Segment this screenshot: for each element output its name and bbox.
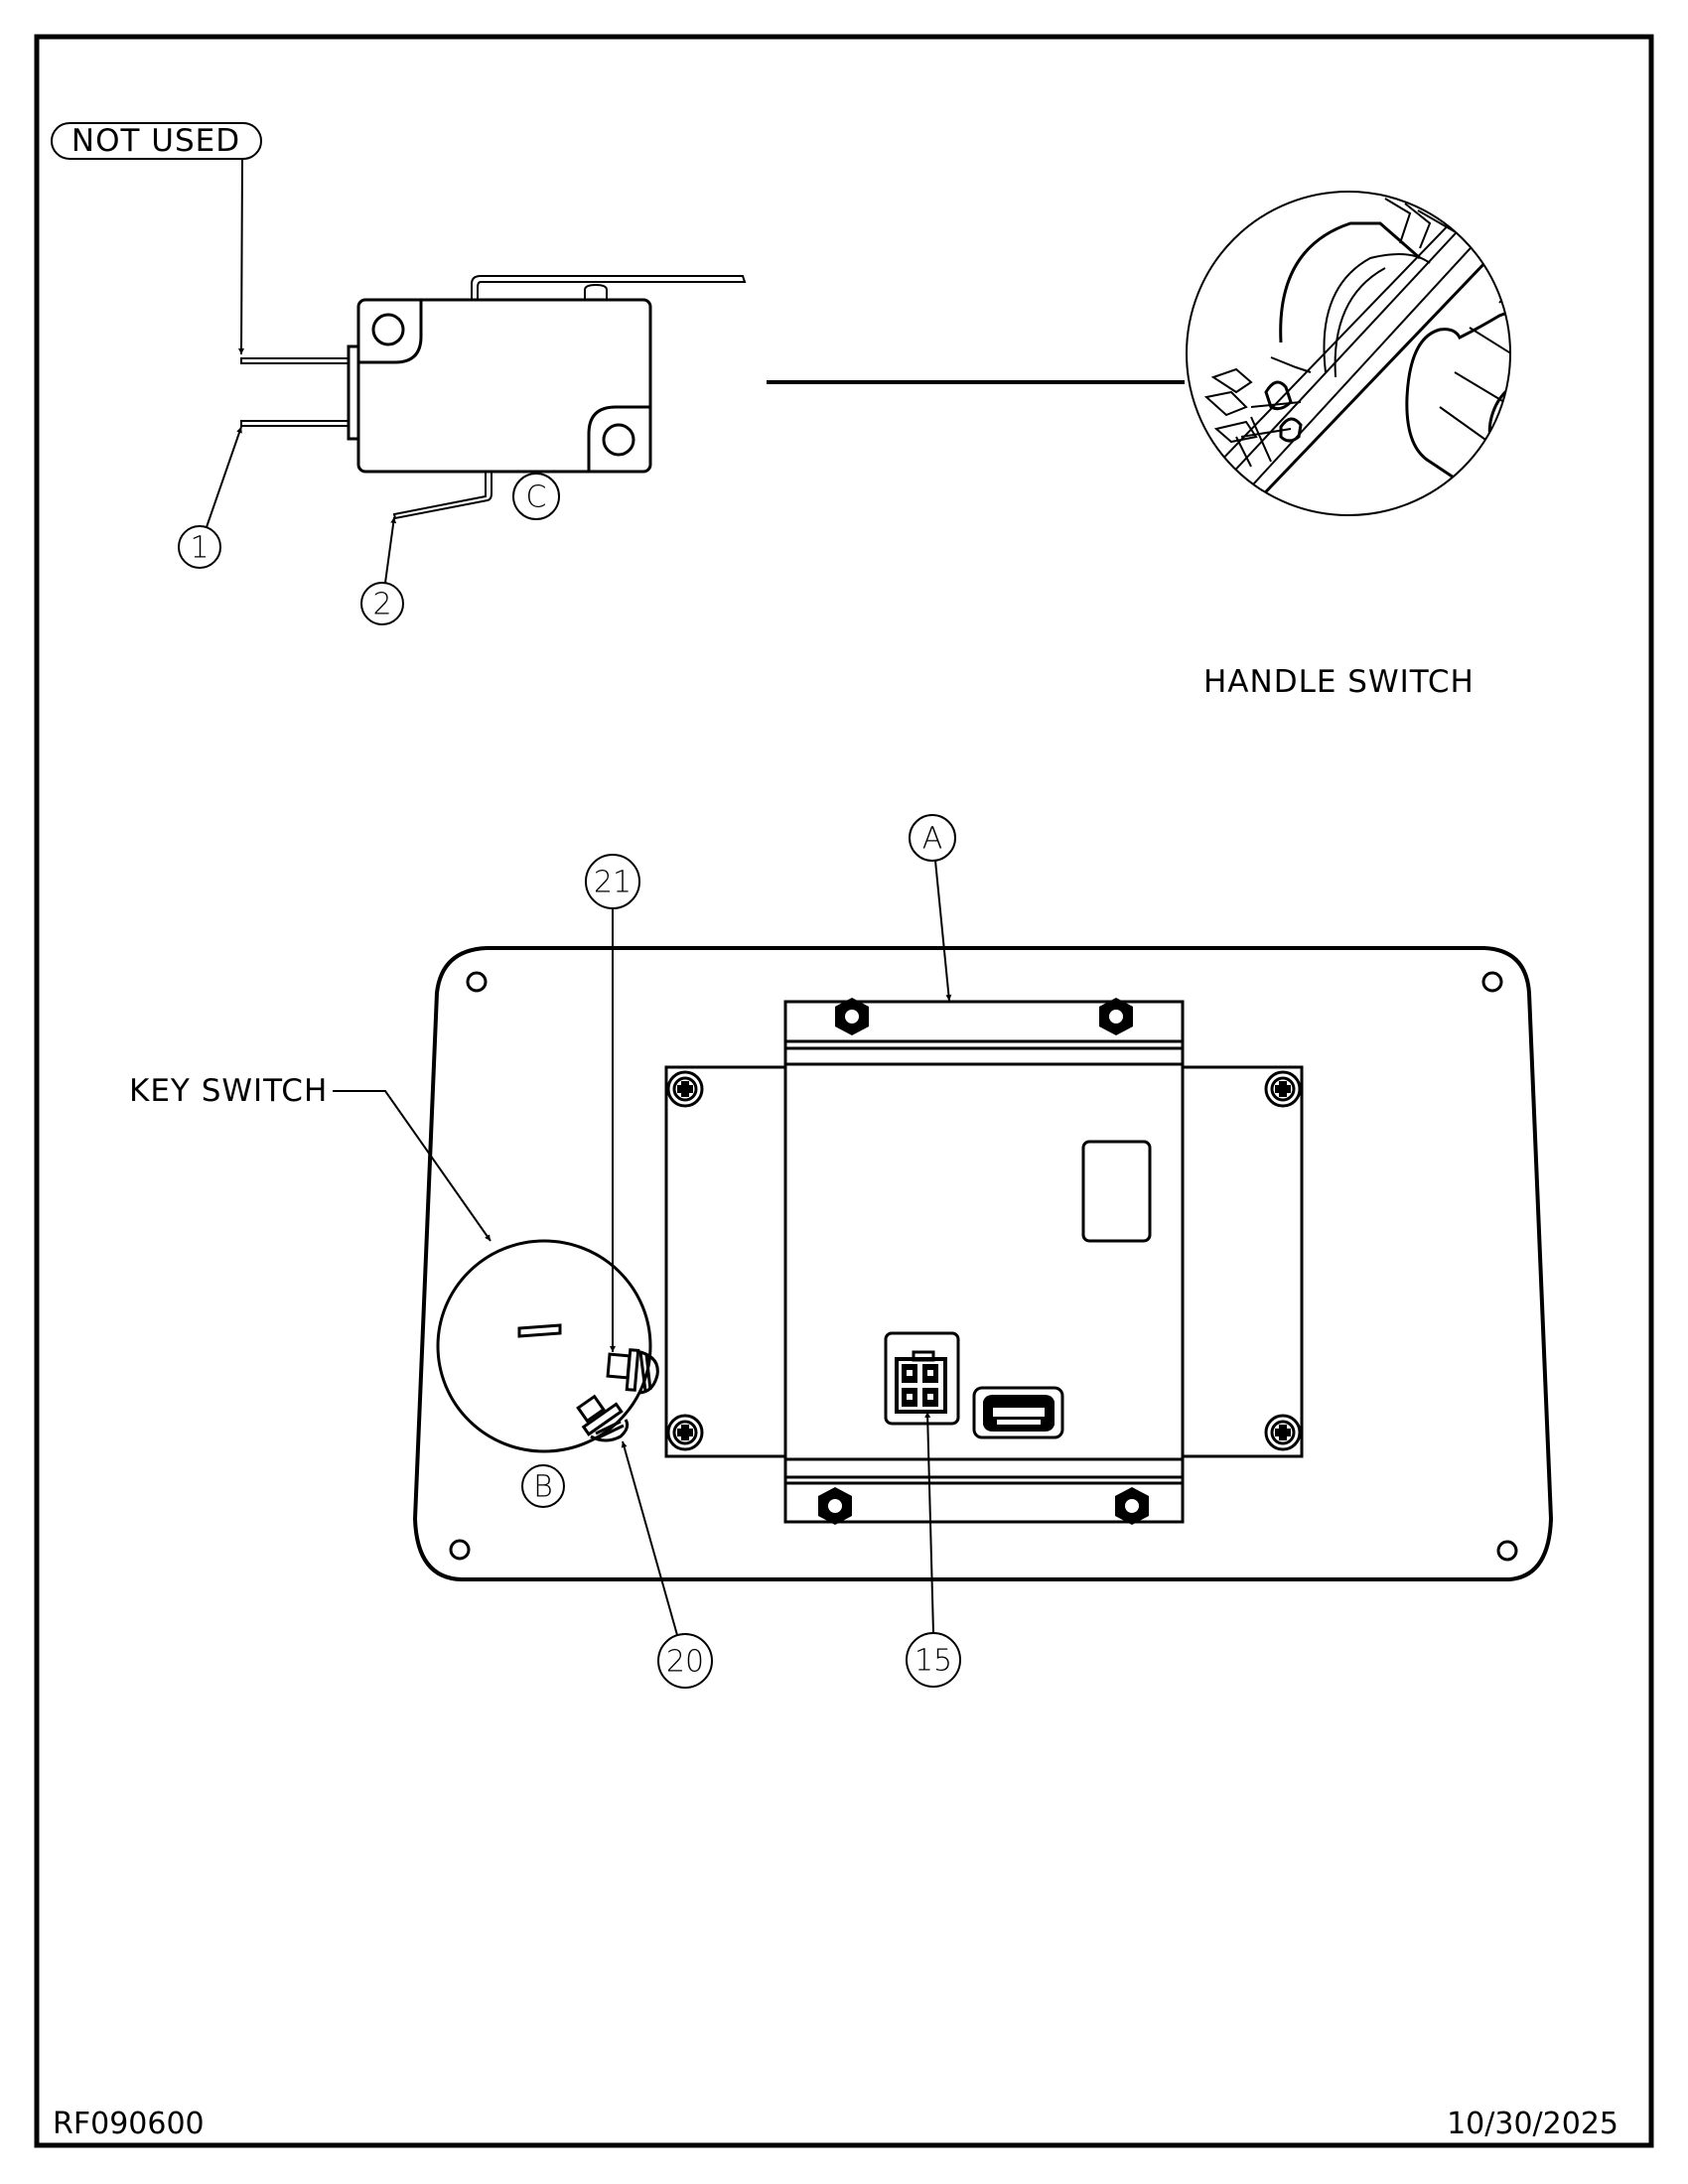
balloon-item-20: 20 bbox=[657, 1633, 713, 1689]
hex-nut-bl bbox=[818, 1487, 852, 1525]
balloon-detail-c: C bbox=[512, 473, 560, 520]
leader-1 bbox=[206, 426, 242, 528]
micro-switch-view: NOT USED 1 2 C bbox=[51, 122, 747, 625]
hex-nut-br bbox=[1115, 1487, 1149, 1525]
control-panel-assembly: KEY SWITCH A 21 B 20 15 bbox=[129, 814, 1554, 1689]
svg-text:20: 20 bbox=[666, 1645, 704, 1680]
balloon-item-2: 2 bbox=[360, 582, 404, 625]
balloon-item-21: 21 bbox=[585, 854, 640, 909]
balloon-item-15: 15 bbox=[906, 1632, 961, 1688]
plate-hole-br bbox=[1496, 1540, 1518, 1562]
switch-hole-top bbox=[371, 313, 405, 346]
phillips-screw-br bbox=[1264, 1414, 1302, 1451]
leader-15 bbox=[924, 1411, 934, 1634]
balloon-detail-a: A bbox=[909, 814, 956, 862]
switch-plunger bbox=[584, 283, 608, 300]
svg-text:2: 2 bbox=[372, 588, 391, 622]
hex-nut-tr bbox=[1099, 998, 1133, 1035]
molex-connector bbox=[884, 1331, 960, 1426]
svg-text:21: 21 bbox=[594, 866, 632, 900]
detail-circle bbox=[1186, 191, 1511, 516]
terminal-2 bbox=[392, 472, 492, 520]
switch-lever bbox=[471, 275, 747, 300]
switch-ear-bottom bbox=[587, 405, 650, 472]
leader-20 bbox=[621, 1440, 678, 1636]
key-slot bbox=[517, 1323, 562, 1338]
phillips-screw-tl bbox=[666, 1070, 704, 1108]
leader-a bbox=[934, 860, 952, 1002]
switch-body bbox=[356, 298, 652, 474]
hex-nut-tl bbox=[835, 998, 869, 1035]
svg-text:A: A bbox=[922, 822, 943, 857]
phillips-screw-tr bbox=[1264, 1070, 1302, 1108]
svg-text:1: 1 bbox=[190, 531, 209, 566]
switch-terminal-block bbox=[347, 344, 358, 441]
leader-2 bbox=[384, 516, 397, 584]
plate-hole-tl bbox=[466, 971, 488, 993]
switch-ear-top bbox=[358, 300, 423, 364]
phillips-screw-bl bbox=[666, 1414, 704, 1451]
key-switch-label: KEY SWITCH bbox=[129, 1073, 328, 1109]
switch-hole-bottom bbox=[602, 423, 635, 457]
drawing-date: 10/30/2025 bbox=[1447, 2107, 1618, 2141]
key-switch-leader bbox=[333, 1090, 492, 1242]
plate-hole-tr bbox=[1481, 971, 1503, 993]
document-id: RF090600 bbox=[53, 2107, 205, 2141]
terminal-not-used bbox=[240, 357, 349, 364]
usb-port bbox=[972, 1386, 1064, 1439]
terminal-1 bbox=[240, 420, 349, 427]
handle-switch-detail: HANDLE SWITCH bbox=[1186, 191, 1511, 700]
svg-text:C: C bbox=[526, 480, 547, 515]
balloon-detail-b: B bbox=[521, 1464, 565, 1508]
mounting-plate bbox=[412, 946, 1554, 1581]
not-used-leader bbox=[238, 158, 245, 355]
plate-hole-bl bbox=[449, 1539, 471, 1561]
svg-text:B: B bbox=[533, 1470, 553, 1505]
balloon-item-1: 1 bbox=[178, 525, 221, 569]
sheet-border bbox=[34, 34, 1654, 2148]
label-window bbox=[1081, 1140, 1152, 1243]
key-switch bbox=[436, 1239, 659, 1453]
not-used-tag: NOT USED bbox=[51, 122, 262, 160]
controller-module bbox=[783, 1000, 1185, 1524]
not-used-label: NOT USED bbox=[71, 123, 240, 159]
handle-switch-label: HANDLE SWITCH bbox=[1203, 664, 1475, 700]
svg-text:15: 15 bbox=[914, 1644, 952, 1679]
